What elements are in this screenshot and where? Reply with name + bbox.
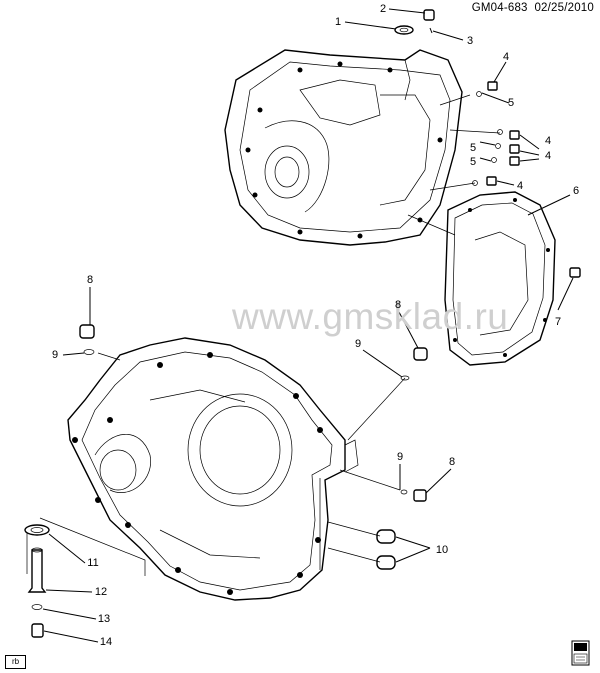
callout-label: 9 bbox=[354, 338, 362, 350]
diagram-date: 02/25/2010 bbox=[534, 2, 594, 14]
callout-label: 3 bbox=[466, 35, 474, 47]
callout-label: 1 bbox=[334, 16, 342, 28]
callout-label: 5 bbox=[507, 97, 515, 109]
callout-label: 8 bbox=[448, 456, 456, 468]
callout-label: 8 bbox=[394, 299, 402, 311]
callout-label: 9 bbox=[51, 349, 59, 361]
footer-tag: rb bbox=[5, 655, 26, 669]
callout-label: 4 bbox=[516, 180, 524, 192]
leader-lines bbox=[26, 8, 574, 643]
callout-label: 9 bbox=[396, 451, 404, 463]
diagram-header: GM04-683 02/25/2010 bbox=[472, 2, 594, 14]
callout-label: 12 bbox=[94, 586, 108, 598]
transmission-case-upper bbox=[224, 49, 463, 246]
callout-label: 5 bbox=[469, 142, 477, 154]
manual-book-icon bbox=[571, 640, 590, 666]
callout-label: 11 bbox=[87, 557, 99, 569]
small-parts bbox=[24, 9, 581, 638]
side-cover bbox=[444, 191, 556, 366]
watermark: www.gmsklad.ru bbox=[232, 296, 509, 337]
callout-label: 10 bbox=[435, 544, 449, 556]
transmission-case-lower bbox=[67, 337, 359, 601]
callout-label: 6 bbox=[572, 185, 580, 197]
callout-label: 13 bbox=[97, 613, 111, 625]
callout-label: 14 bbox=[99, 636, 113, 648]
callout-label: 4 bbox=[502, 51, 510, 63]
callout-label: 7 bbox=[554, 316, 562, 328]
callout-label: 4 bbox=[544, 150, 552, 162]
callout-label: 4 bbox=[544, 135, 552, 147]
callout-label: 2 bbox=[379, 3, 387, 15]
callout-label: 5 bbox=[469, 156, 477, 168]
diagram-id: GM04-683 bbox=[471, 2, 528, 14]
callout-label: 8 bbox=[86, 274, 94, 286]
